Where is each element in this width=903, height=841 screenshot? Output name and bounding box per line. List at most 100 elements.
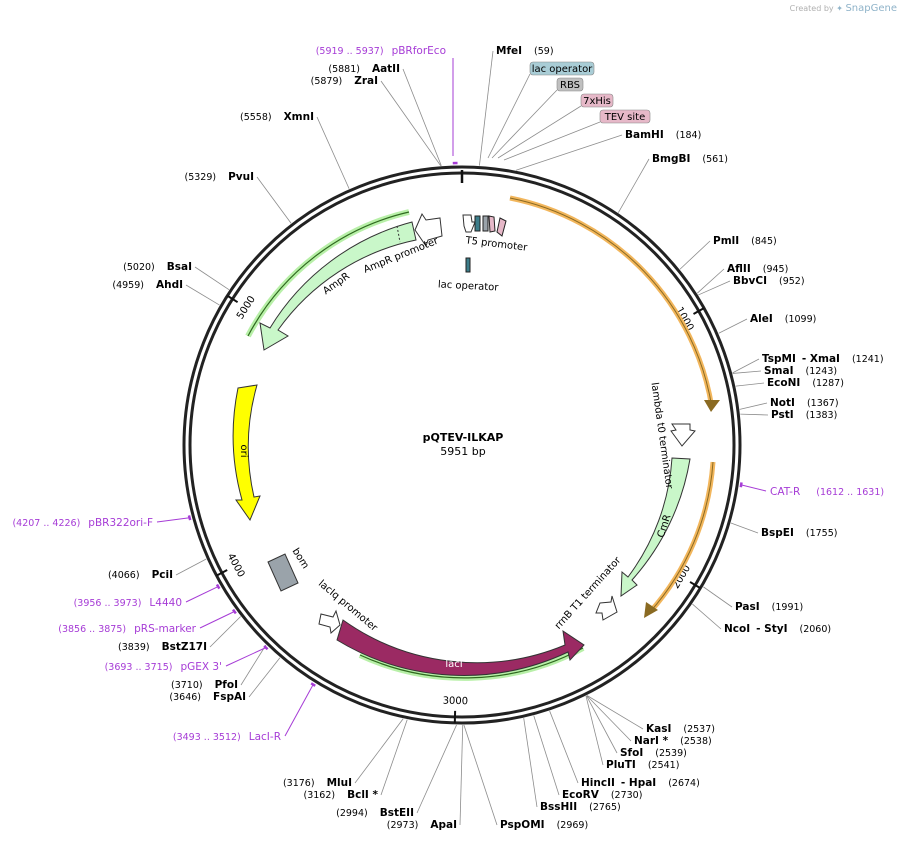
primer-range: (5919 .. 5937) <box>316 46 384 57</box>
primer-range: (4207 .. 4226) <box>12 518 80 529</box>
site-label-aflii[interactable]: AflII(945) <box>727 263 788 275</box>
primer-name: LacI-R <box>249 731 281 743</box>
laci-feature[interactable] <box>336 619 585 676</box>
t5-promoter-arrow[interactable] <box>462 214 476 233</box>
site-label-aatii[interactable]: (5881)AatII <box>328 63 400 75</box>
tev-site-mark[interactable] <box>496 217 507 237</box>
site-position: (3162) <box>304 790 336 801</box>
primer-name: L4440 <box>149 597 182 609</box>
site-label-mfei[interactable]: MfeI(59) <box>496 45 554 57</box>
site-position: (2994) <box>336 808 368 819</box>
site-label-pasi[interactable]: PasI(1991) <box>735 601 803 613</box>
boxed-feature-box-0[interactable] <box>529 61 595 76</box>
site-line-32 <box>194 266 230 291</box>
site-label-pvui[interactable]: (5329)PvuI <box>184 171 254 183</box>
primer-label-pgex3[interactable]: (3693 .. 3715)pGEX 3' <box>105 661 222 673</box>
site-label-bbvci[interactable]: BbvCI(952) <box>733 275 805 287</box>
boxed-feature-box-3[interactable] <box>599 109 651 124</box>
site-label-bsshii[interactable]: BssHII(2765) <box>540 801 621 813</box>
site-extra: - StyI <box>756 623 787 635</box>
brand-name: SnapGene <box>845 3 897 14</box>
primer-label-l4440[interactable]: (3956 .. 3973) L4440 <box>74 597 182 609</box>
site-label-psti[interactable]: PstI(1383) <box>771 409 837 421</box>
site-label-pmli[interactable]: PmlI(845) <box>713 235 777 247</box>
site-label-smai[interactable]: SmaI(1243) <box>764 365 837 377</box>
primer-label-pbrforeco[interactable]: (5919 .. 5937)pBRforEco <box>316 45 446 57</box>
site-label-fspai[interactable]: (3646)FspAI <box>169 691 246 703</box>
primer-range: (3956 .. 3973) <box>74 598 142 609</box>
orf-outline-arc-1-core <box>509 197 713 409</box>
site-label-mlui[interactable]: (3176)MluI <box>283 777 352 789</box>
site-position: (4066) <box>108 570 140 581</box>
lac-operator-mark-2[interactable] <box>465 257 471 273</box>
site-label-bsteii[interactable]: (2994)BstEII <box>336 807 414 819</box>
site-label-xmni[interactable]: (5558)XmnI <box>240 111 314 123</box>
snapgene-logo-icon: ✦ <box>836 4 843 13</box>
plasmid-name: pQTEV-ILKAP <box>422 431 504 444</box>
site-label-bsai[interactable]: (5020)BsaI <box>123 261 192 273</box>
site-label-econi[interactable]: EcoNI(1287) <box>767 377 844 389</box>
site-label-nari[interactable]: NarI *(2538) <box>634 735 712 747</box>
ori-feature[interactable] <box>232 384 261 522</box>
site-label-bamhi[interactable]: BamHI(184) <box>625 129 701 141</box>
boxed-feature-box-2[interactable] <box>580 93 614 108</box>
boxed-feature-label-7xhis: 7xHis <box>583 96 611 107</box>
site-position: (1287) <box>812 378 844 389</box>
site-line-36 <box>402 68 442 166</box>
primer-label-lacir[interactable]: (3493 .. 3512)LacI-R <box>173 731 281 743</box>
site-position: (5879) <box>311 76 343 87</box>
site-label-apai[interactable]: (2973)ApaI <box>387 819 457 831</box>
site-label-pluti[interactable]: PluTI(2541) <box>606 759 679 771</box>
site-position: (1243) <box>806 366 838 377</box>
site-label-hincii[interactable]: HincII- HpaI(2674) <box>581 777 700 789</box>
orf-outline-arc-1 <box>509 195 715 409</box>
site-label-bstz17i[interactable]: (3839)BstZ17I <box>118 641 207 653</box>
boxed-feature-line-2 <box>497 105 582 159</box>
primer-line-1 <box>741 484 767 492</box>
site-line-8 <box>732 370 762 374</box>
site-label-zrai[interactable]: (5879)ZraI <box>311 75 378 87</box>
site-label-noti[interactable]: NotI(1367) <box>770 397 839 409</box>
primer-name: CAT-R <box>770 486 800 498</box>
ampr-feature[interactable] <box>259 221 417 351</box>
primer-label-catr[interactable]: CAT-R(1612 .. 1631) <box>770 486 884 498</box>
site-position: (3176) <box>283 778 315 789</box>
cmr-feature[interactable] <box>620 457 691 597</box>
feature-label-lambda-t0: lambda t0 terminator <box>649 382 675 491</box>
site-label-sfoi[interactable]: SfoI(2539) <box>620 747 687 759</box>
site-label-kasi[interactable]: KasI(2537) <box>646 723 715 735</box>
lambda-t0-terminator-arrow[interactable] <box>670 423 696 447</box>
rrnb-t1-terminator-arrow[interactable] <box>595 595 618 621</box>
site-line-13 <box>703 586 733 608</box>
rbs-mark[interactable] <box>482 215 489 232</box>
site-label-bcli[interactable]: (3162)BclI * <box>304 789 379 801</box>
his-tag-mark[interactable] <box>488 215 496 233</box>
feature-label-cmr: CmR <box>656 513 674 539</box>
lac-operator-mark-1[interactable] <box>474 215 481 232</box>
laciq-promoter-arrow[interactable] <box>318 609 341 634</box>
primer-label-prsmarker[interactable]: (3856 .. 3875)pRS-marker <box>58 623 196 635</box>
site-label-ahdi[interactable]: (4959)AhdI <box>112 279 183 291</box>
primer-label-pbr322orif[interactable]: (4207 .. 4226)pBR322ori-F <box>12 517 153 529</box>
site-label-alei[interactable]: AleI(1099) <box>750 313 816 325</box>
site-line-24 <box>416 724 457 814</box>
site-label-ncoi[interactable]: NcoI- StyI(2060) <box>724 623 831 635</box>
site-line-23 <box>459 724 464 826</box>
boxed-feature-box-1[interactable] <box>556 77 584 92</box>
site-line-26 <box>354 718 404 784</box>
site-name: PmlI <box>713 235 739 247</box>
site-label-pspomi[interactable]: PspOMI(2969) <box>500 819 588 831</box>
site-label-tspmi[interactable]: TspMI- XmaI(1241) <box>762 353 884 365</box>
site-position: (4959) <box>112 280 144 291</box>
site-label-bmgbi[interactable]: BmgBI(561) <box>652 153 728 165</box>
site-label-bspei[interactable]: BspEI(1755) <box>761 527 837 539</box>
brand-created-by: Created by <box>789 4 834 13</box>
site-label-pcii[interactable]: (4066)PciI <box>108 569 173 581</box>
primer-range: (3856 .. 3875) <box>58 624 126 635</box>
site-label-pfoi[interactable]: (3710)PfoI <box>171 679 238 691</box>
bom-feature[interactable] <box>267 553 299 592</box>
site-label-ecorv[interactable]: EcoRV(2730) <box>562 789 642 801</box>
site-name: NotI <box>770 397 795 409</box>
feature-label-bom: bom <box>290 546 311 571</box>
ampr-promoter-arrow[interactable] <box>414 212 443 248</box>
